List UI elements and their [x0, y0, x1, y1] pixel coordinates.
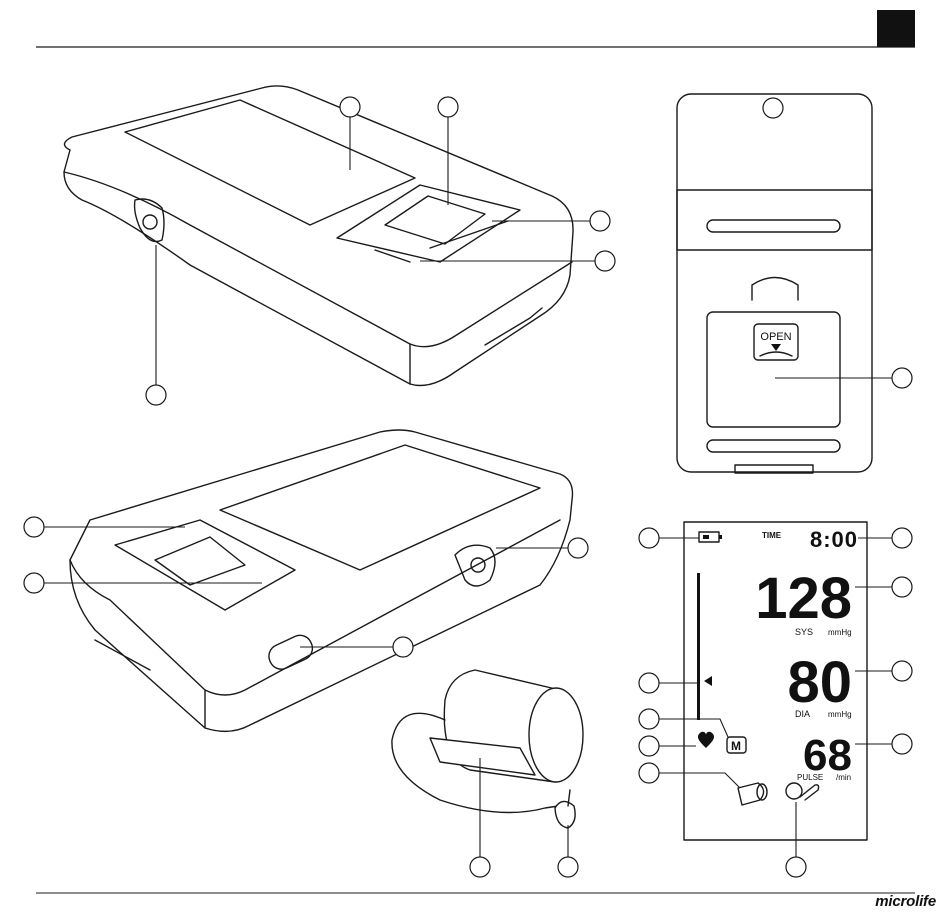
movement-icon-arm	[800, 785, 819, 800]
callout-adapter-socket	[393, 637, 413, 657]
cuff-check-icon	[738, 783, 764, 805]
callout-side-m-button	[24, 517, 44, 537]
callout-side-cuff-socket	[568, 538, 588, 558]
cuff-illustration	[392, 670, 583, 828]
dia-value: 80	[787, 650, 852, 715]
pressure-bar	[697, 573, 700, 720]
callout-diastolic-value	[892, 661, 912, 681]
callout-pulse-value	[892, 734, 912, 754]
callout-cuff-connector	[558, 857, 578, 877]
callout-systolic-value	[892, 577, 912, 597]
cuff-opening	[529, 688, 583, 782]
callout-side-time-button	[24, 573, 44, 593]
sys-label: SYS	[795, 627, 813, 637]
callout-m-button	[590, 211, 610, 231]
time-value: 8:00	[810, 527, 858, 552]
pressure-indicator-icon	[704, 676, 712, 686]
brand-logo: microlife	[875, 893, 936, 910]
lcd-display-panel: TIME 8:00 128 SYS mmHg 80 DIA mmHg 68 PU…	[684, 522, 867, 840]
callout-cuff	[470, 857, 490, 877]
memory-symbol: M	[731, 739, 741, 753]
callout-heart-indicator	[639, 736, 659, 756]
sys-unit: mmHg	[828, 628, 852, 637]
device-back-view: OPEN	[677, 94, 872, 473]
cuff-connector	[555, 801, 575, 828]
pulse-label: PULSE	[797, 773, 823, 782]
callout-memory-indicator	[639, 709, 659, 729]
callout-movement-indicator	[786, 857, 806, 877]
time-label: TIME	[762, 531, 782, 540]
callout-display	[340, 97, 360, 117]
callout-battery-compartment	[892, 368, 912, 388]
heart-icon	[698, 732, 714, 748]
sys-value: 128	[755, 566, 852, 631]
device-back-body	[677, 94, 872, 472]
callout-cuff-check-indicator	[639, 763, 659, 783]
callout-strap	[763, 98, 783, 118]
callout-pressure-indicator	[639, 673, 659, 693]
page-tab	[877, 10, 915, 47]
device-front-view	[64, 86, 573, 386]
callout-cuff-socket	[146, 385, 166, 405]
callout-on-off-button	[438, 97, 458, 117]
callout-time-display	[892, 528, 912, 548]
battery-tip	[719, 535, 722, 539]
dia-label: DIA	[795, 709, 810, 719]
battery-level	[703, 535, 709, 539]
open-label: OPEN	[760, 331, 791, 343]
device-body	[64, 86, 573, 386]
pulse-unit: /min	[836, 773, 851, 782]
callout-time-button	[595, 251, 615, 271]
callout-battery-display	[639, 528, 659, 548]
dia-unit: mmHg	[828, 710, 852, 719]
